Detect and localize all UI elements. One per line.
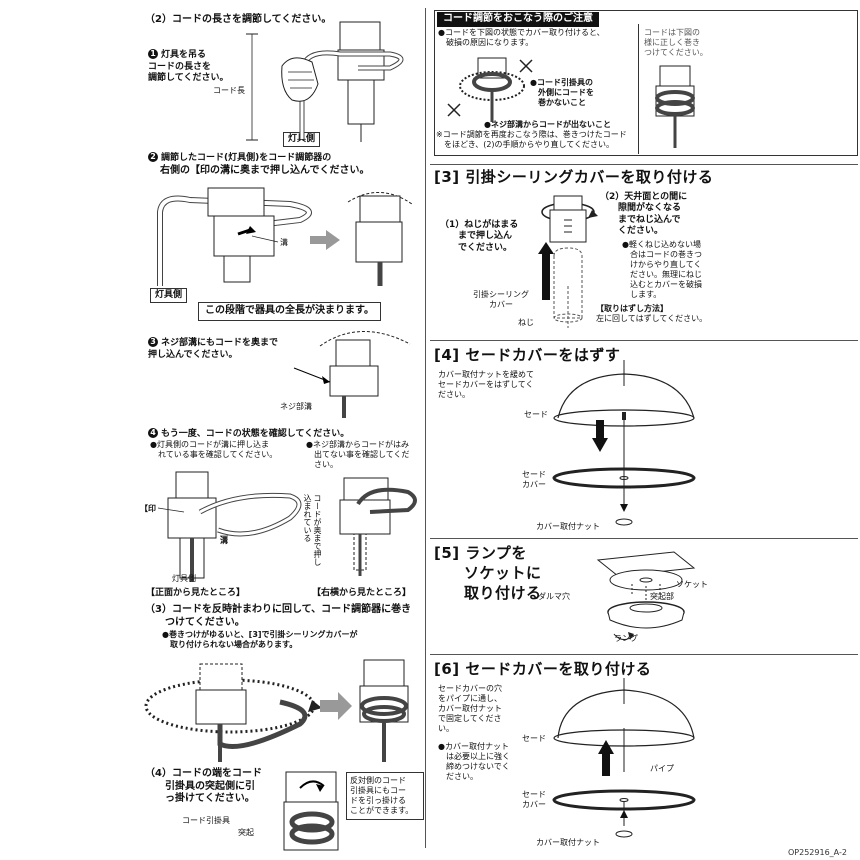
sec5-protrusion-label: 突起部 [650,592,674,601]
step4-heading: （4）コードの端をコード 引掛具の突起側に引 っ掛けてください。 [145,768,262,804]
sub2-line1-text: 調節したコード(灯具側)をコード調節器の [161,153,332,163]
sec5-socket-label: ソケット [676,580,708,589]
total-length-note: この段階で器具の全長が決まります。 [198,302,381,321]
caution-line1: ●コードを下図の状態でカバー取り付けると、 破損の原因になります。 [438,28,605,47]
pushed-in-vertical-label: コードが奥まで押し込まれている [303,494,322,566]
caution-title: コード調節をおこなう際のご注意 [437,12,599,27]
sec5-daruma-label: ダルマ穴 [538,592,570,601]
sec6-text: セードカバーの穴 をパイプに通し、 カバー取付ナット で固定してくださ い。 [438,684,502,733]
sec3-remove-title: 【取りはずし方法】 [596,304,668,313]
caution-correct-illustration [655,65,695,148]
wind-cord-illustration [144,659,409,762]
caution-box [434,10,858,156]
sec3-p1: （1）ねじがはまる まで押し込ん でください。 [440,220,519,253]
shade-remove-illustration [552,360,696,526]
screw-groove-label: ネジ部溝 [280,402,312,411]
sec5-rule [430,538,858,539]
sec3-p2: （2）天井面との間に 隙間がなくなる までねじ込んで ください。 [600,192,688,236]
side-view-illustration [339,477,417,576]
step3-heading: （3）コードを反時計まわりに回して、コード調節器に巻き つけてください。 [145,604,412,628]
sec3-heading: [3] 引掛シーリングカバーを取り付ける [434,168,714,186]
sub4-body: もう一度、コードの状態を確認してください。 [161,429,350,439]
caution-label-b: ●ネジ部溝からコードが出ないこと [484,120,611,129]
document-code: OP252916_A-2 [788,848,847,857]
sub4-num: 4 [148,428,158,438]
right-column: コード調節をおこなう際のご注意 ●コードを下図の状態でカバー取り付けると、 破損… [428,0,860,860]
lamp-side-label-4: 灯具側 [172,574,196,583]
sec6-rule [430,654,858,655]
step3-bullet: ●巻きつけがゆるいと、[3]で引掛シーリングカバーが 取り付けられない場合があり… [162,630,358,649]
sec3-remove-text: 左に回してはずしてください。 [596,314,708,323]
mark-label: 【印 [140,504,156,513]
sec4-shade-label: セード [524,410,548,419]
cord-hook-label: コード引掛具 [182,816,230,825]
sec4-heading: [4] セードカバーをはずす [434,346,621,364]
shade-attach-illustration [552,678,696,838]
lamp-socket-illustration [596,551,696,640]
sec5-heading-l2: ソケットに [464,564,542,582]
lamp-side-tag-2: 灯具側 [150,288,188,304]
sub4-bullet-b: ●ネジ部溝からコードがはみ 出てない事を確認してくだ さい。 [306,440,410,469]
sub2-num: 2 [148,152,158,162]
sec4-rule [430,340,858,341]
cord-length-label: コード長 [213,86,245,95]
sec6-bullet: ●カバー取付ナット は必要以上に強く 締めつけないでく ださい。 [438,742,510,781]
step2-heading: （2）コードの長さを調節してください。 [145,14,332,25]
caution-wrong-illustration [447,57,533,122]
ceiling-cover-illustration [538,195,598,328]
sub1-num: 1 [148,49,158,60]
sec3-cover-label: 引掛シーリング カバー [473,290,529,309]
caution-label-a: ●コード引掛具の 外側にコードを 巻かないこと [530,78,594,107]
sec5-heading-l1: [5] ランプを [434,544,527,562]
sub3-num: 3 [148,337,158,348]
sec3-rule [430,164,858,165]
sec5-heading-l3: 取り付ける [464,584,542,602]
groove-label-4: 溝 [220,536,228,545]
caution-footnote: ※コード調節を再度おこなう際は、巻きつけたコード をほどき、(2)の手順からやり… [436,130,627,149]
sub1-body: 灯具を吊る コードの長さを 調節してください。 [148,50,229,83]
sec6-heading: [6] セードカバーを取り付ける [434,660,652,678]
sec4-shade-cover-label: セード カバー [522,470,546,489]
cord-hook-illustration [283,771,339,851]
sec6-pipe-label: パイプ [650,764,674,773]
sec5-lamp-label: ランプ [614,634,638,643]
front-view-illustration [157,471,302,582]
sub4-bullet-a: ●灯具側のコードが溝に押し込ま れている事を確認してください。 [150,440,278,459]
sec3-bullet: ●軽くねじ込めない場 合はコードの巻きつ けからやり直してく ださい。無理にねじ… [622,240,702,299]
cord-adjust-illustration-1 [246,21,404,142]
sec6-shade-cover-label: セード カバー [522,790,546,809]
cord-adjust-illustration-2 [157,187,413,286]
column-divider [425,8,426,848]
opposite-hook-note: 反対側のコード 引掛具にもコー ドを引っ掛ける ことができます。 [346,772,424,820]
sec6-nut-label: カバー取付ナット [536,838,600,847]
caution-side-note: コードは下図の 様に正しく巻き つけてください。 [644,28,708,57]
front-view-caption: 【正面から見たところ】 [146,588,246,598]
sec6-shade-label: セード [522,734,546,743]
screw-groove-illustration [293,331,411,418]
sec3-screw-label: ねじ [518,318,534,327]
protrusion-label-4: 突起 [238,828,254,837]
side-view-caption: 【右横から見たところ】 [312,588,412,598]
groove-label-2: 溝 [280,238,288,247]
sub3-body: ネジ部溝にもコードを奥まで 押し込んでください。 [148,338,279,360]
sub2-line2: 右側の【印の溝に奥まで押し込んでください。 [160,165,370,176]
sec4-nut-label: カバー取付ナット [536,522,600,531]
caution-divider [638,24,639,154]
sec4-text: カバー取付ナットを緩めて セードカバーをはずしてく ださい。 [438,370,534,399]
